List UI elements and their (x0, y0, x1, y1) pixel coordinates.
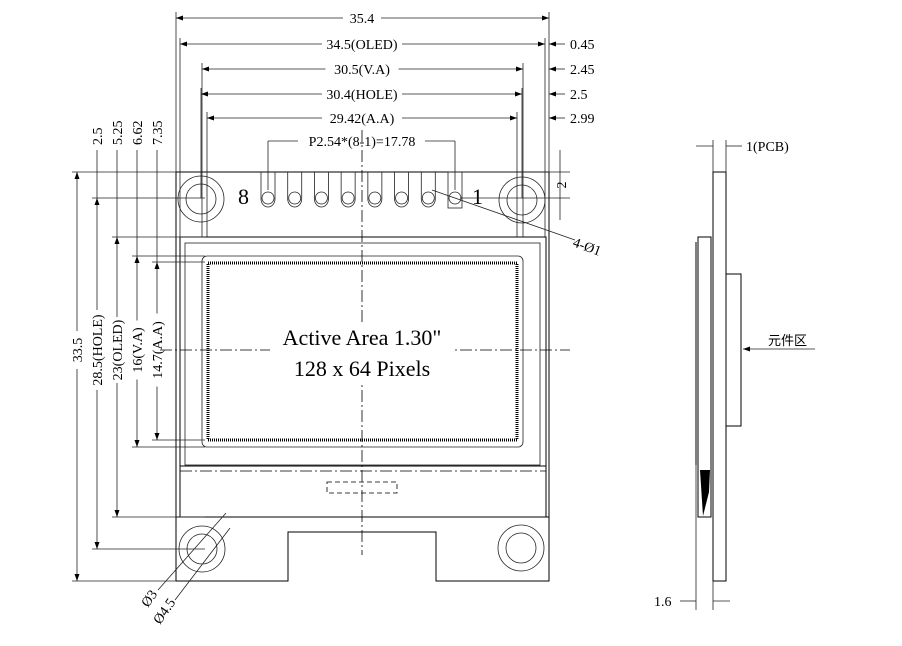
pin-pad (367, 172, 383, 208)
oled-glass (184, 242, 541, 466)
total-thickness-label: 1.6 (654, 595, 672, 610)
mounting-hole-br (497, 524, 545, 572)
component-area-box (725, 273, 742, 427)
hole-outer-leader (174, 527, 231, 601)
offset-label: 6.62 (131, 121, 146, 146)
vertical-dimension-label: 33.5 (71, 338, 86, 363)
oled-outline (179, 236, 547, 467)
hole-inner-label: Ø3 (139, 588, 161, 611)
offset-label: 2.45 (570, 63, 595, 78)
horizontal-dimension: 30.4(HOLE) 2.5 (200, 88, 588, 198)
pin-label-last: 1 (472, 184, 483, 209)
pin-label-first: 8 (238, 184, 249, 209)
horizontal-dimension: 34.5(OLED) 0.45 (179, 38, 595, 237)
active-area-title: Active Area 1.30" (283, 325, 442, 350)
offset-label: 0.45 (570, 38, 595, 53)
component-area-label: 元件区 (768, 334, 807, 349)
horizontal-dimension-label: 30.4(HOLE) (326, 88, 397, 103)
horizontal-dimensions: 35.4 34.5(OLED) 0.45 30.5(V.A) 2.45 30.4(HOLE… (175, 12, 595, 237)
horizontal-dimension: 35.4 (175, 12, 550, 172)
side-view: 1(PCB) 1.6 元件区 (654, 140, 815, 610)
pitch-label: P2.54*(8-1)=17.78 (309, 135, 416, 150)
pin-pad (260, 172, 276, 208)
text-bg (270, 322, 455, 382)
pin-pad (287, 172, 303, 208)
front-view: 8 1 Active Area 1.30" 128 x 64 Pixels 35… (71, 12, 603, 627)
vertical-dimension-label: 14.7(A.A) (151, 321, 166, 379)
offset-label: 2.5 (570, 88, 588, 103)
vertical-dimension: 14.7(A.A) 7.35 (151, 121, 205, 441)
pin-offset-label: 2 (555, 182, 570, 189)
horizontal-dimension-label: 29.42(A.A) (330, 112, 395, 127)
active-area-pixels: 128 x 64 Pixels (294, 356, 430, 381)
horizontal-dimension-label: 35.4 (350, 12, 375, 27)
pin-pad (340, 172, 356, 208)
horizontal-dimension-label: 34.5(OLED) (326, 38, 397, 53)
horizontal-dimension: 30.5(V.A) 2.45 (201, 63, 595, 237)
side-pcb (712, 171, 727, 582)
pitch-dimension: P2.54*(8-1)=17.78 (267, 135, 456, 190)
active-area (206, 261, 519, 442)
vertical-dimension-label: 28.5(HOLE) (91, 314, 106, 385)
pcb-thickness-label: 1(PCB) (746, 140, 789, 155)
vertical-dimension: 28.5(HOLE) 2.5 (91, 128, 205, 550)
pin-pad (420, 172, 436, 208)
hole-inner-leader (157, 512, 227, 591)
side-panel (697, 236, 712, 518)
offset-label: 2.99 (570, 112, 595, 127)
horizontal-dimension: 29.42(A.A) 2.99 (206, 112, 595, 237)
offset-label: 5.25 (111, 121, 126, 146)
offset-label: 7.35 (151, 121, 166, 146)
pcb-outline (175, 171, 550, 582)
horizontal-dimension-label: 30.5(V.A) (334, 63, 390, 78)
vertical-dimension: 33.5 (71, 171, 176, 582)
vertical-dimension-label: 16(V.A) (131, 327, 146, 373)
vertical-dimensions: 33.5 28.5(HOLE) 2.5 23(OLED) 5.25 16(V.A) 6.62… (71, 121, 205, 582)
vertical-dimension: 23(OLED) 5.25 (111, 121, 205, 518)
pin-hole-label: 4-Ø1 (571, 236, 603, 260)
pin-pad (394, 172, 409, 208)
vertical-dimension: 16(V.A) 6.62 (131, 121, 205, 448)
pin-pad (314, 172, 329, 208)
pin-header (260, 171, 463, 209)
pin-offset-dimension: 2 (455, 150, 570, 220)
side-fpc (700, 470, 710, 516)
viewing-area (201, 255, 524, 448)
vertical-dimension-label: 23(OLED) (111, 319, 126, 380)
pin-hole-leader (431, 189, 576, 241)
offset-label: 2.5 (91, 128, 106, 146)
